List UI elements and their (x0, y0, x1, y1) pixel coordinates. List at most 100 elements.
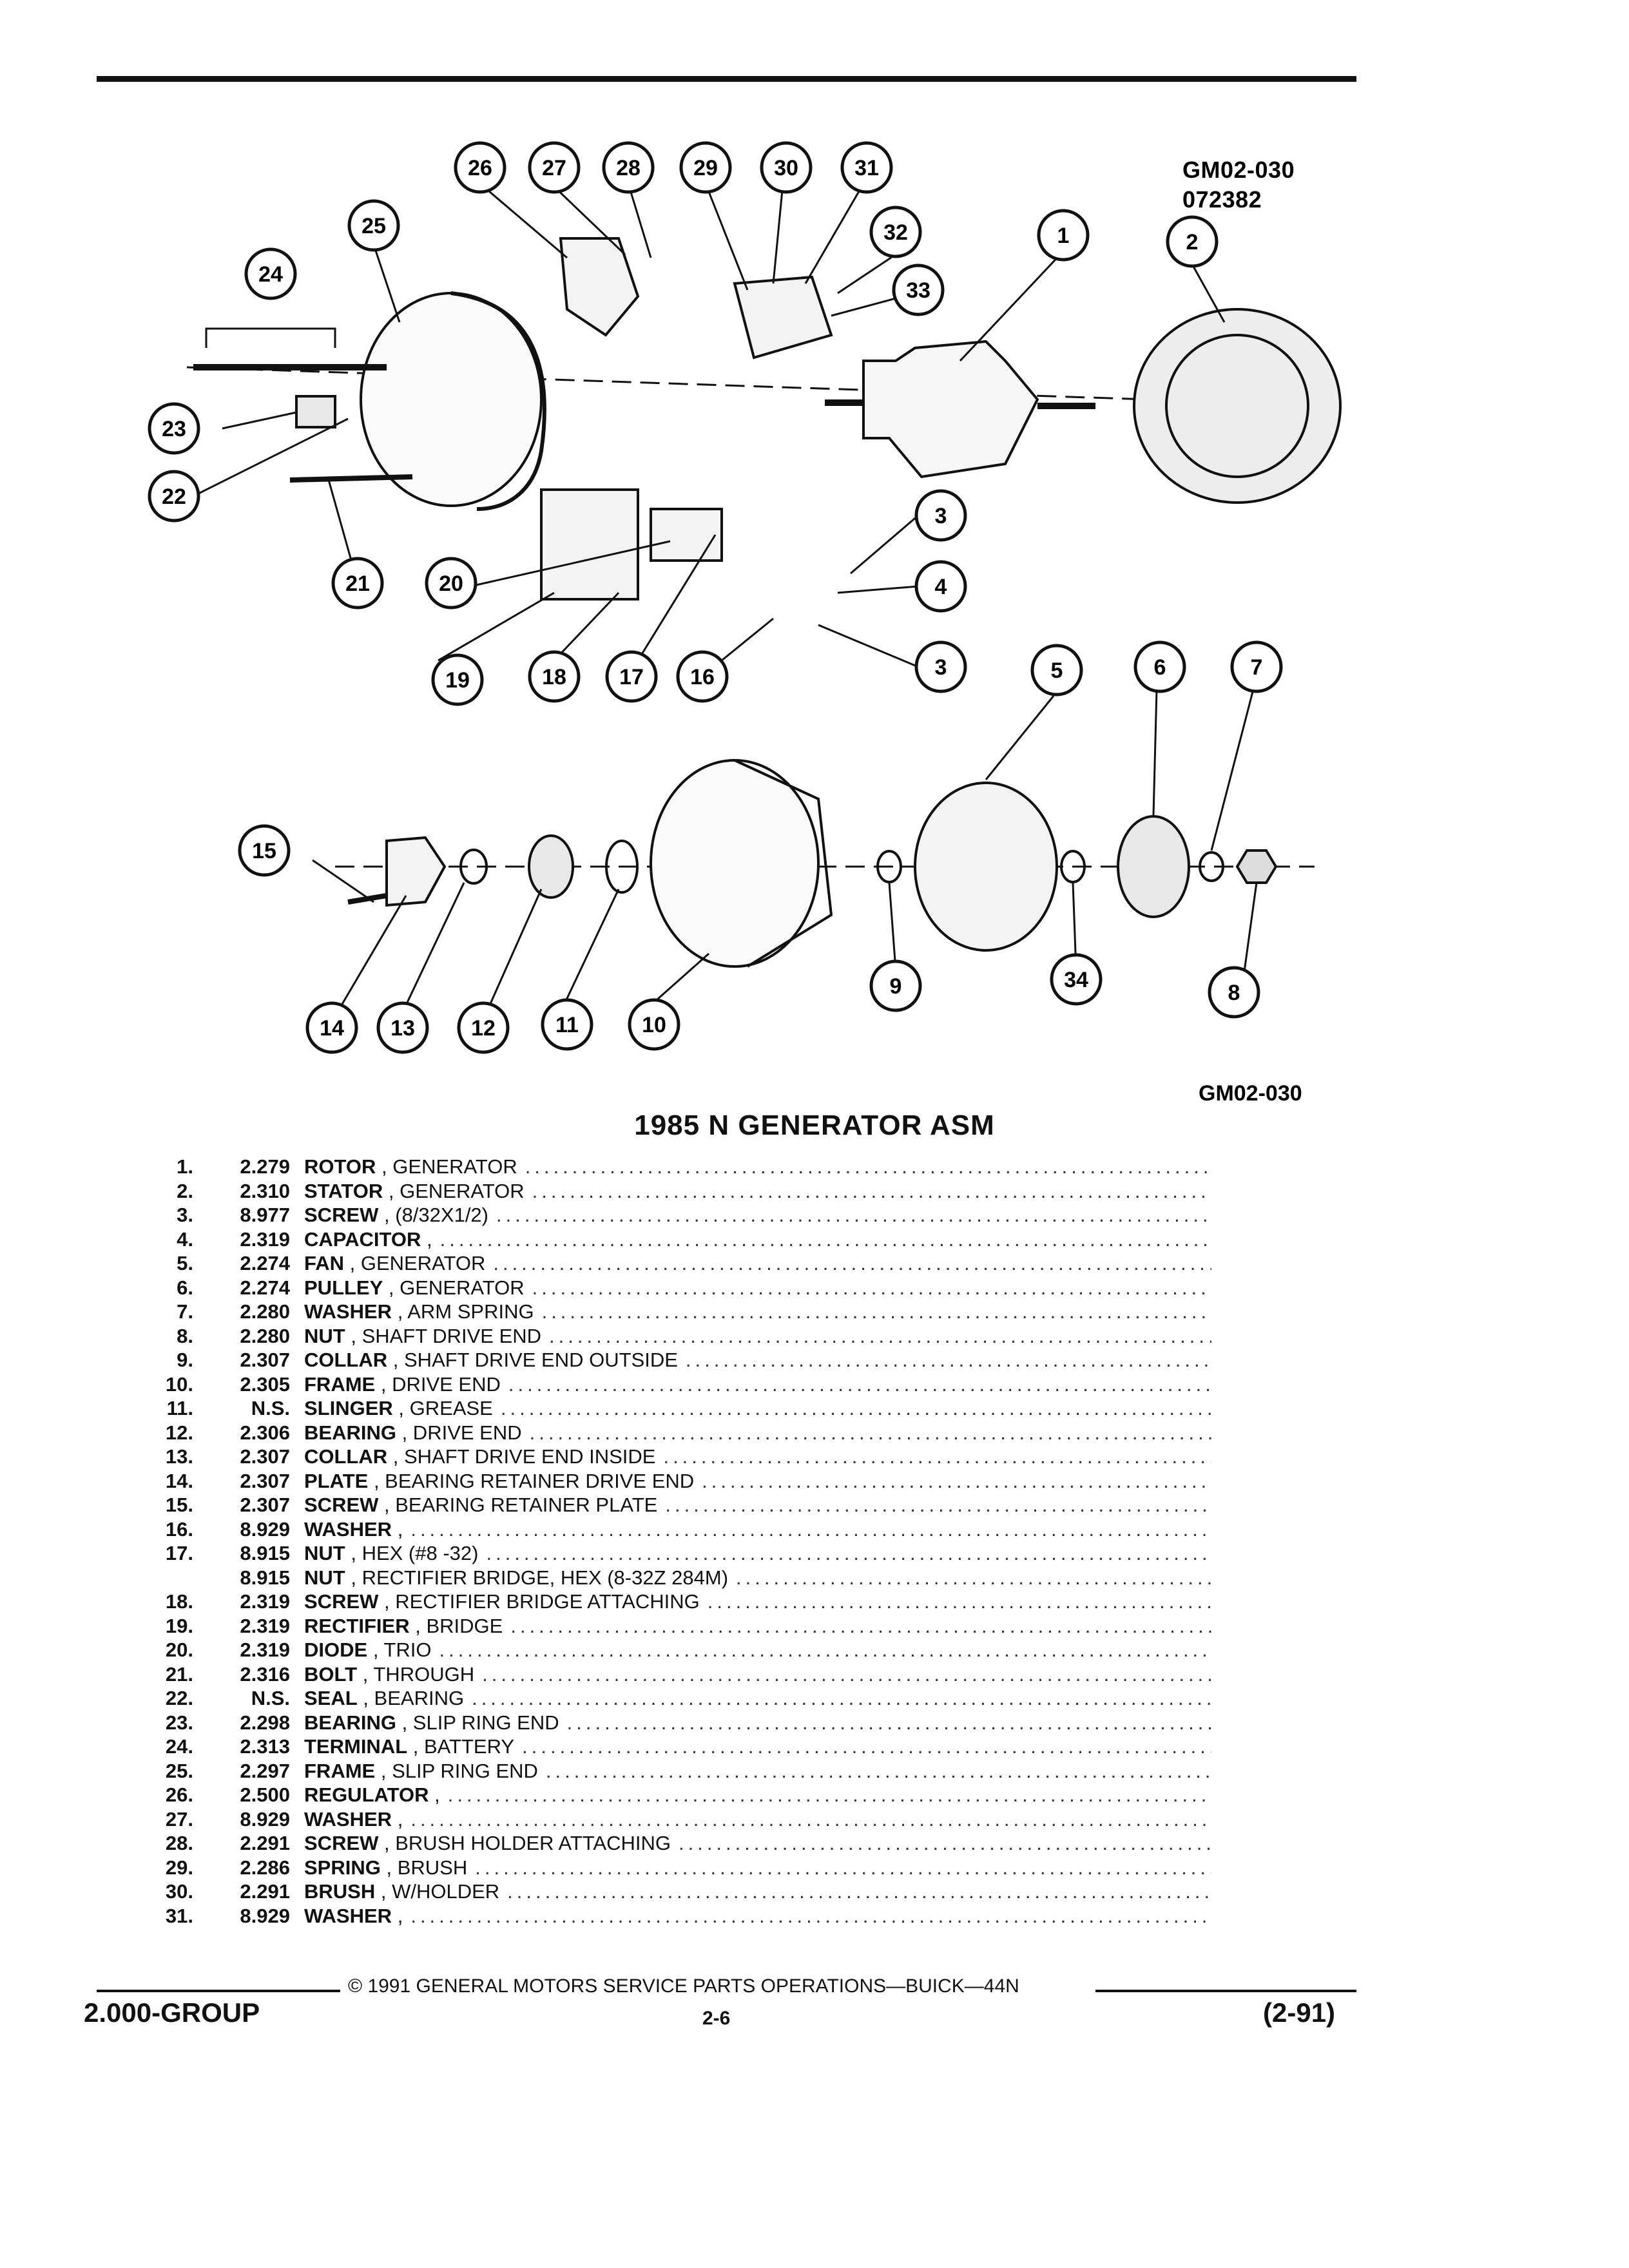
leader-dots (567, 1711, 1211, 1735)
part-description: SPRING , BRUSH (304, 1856, 467, 1880)
part-index: 22. (165, 1687, 193, 1709)
part-detail: , BRUSH HOLDER ATTACHING (384, 1832, 671, 1854)
part-index: 28. (165, 1832, 193, 1854)
callout-31: 31 (840, 141, 893, 194)
part-name: BOLT (304, 1662, 358, 1686)
part-row: 22.N.S.SEAL , BEARING (142, 1686, 1211, 1711)
part-index: 3. (177, 1204, 193, 1226)
leader-dots (410, 1807, 1211, 1832)
callout-14-label: 14 (320, 1016, 344, 1041)
leader-dots (440, 1227, 1211, 1252)
part-description: TERMINAL , BATTERY (304, 1735, 514, 1759)
callout-14: 14 (305, 1001, 358, 1054)
part-description: SCREW , BRUSH HOLDER ATTACHING (304, 1831, 671, 1856)
leader-dots (679, 1831, 1211, 1856)
part-index: 26. (165, 1783, 193, 1806)
part-description: WASHER , (304, 1807, 403, 1832)
part-description: ROTOR , GENERATOR (304, 1155, 517, 1179)
callout-25: 25 (347, 199, 400, 252)
figure-code: GM02-030 (1199, 1081, 1302, 1106)
leader-dots (530, 1421, 1211, 1445)
callout-17-label: 17 (619, 665, 644, 689)
part-description: FAN , GENERATOR (304, 1251, 485, 1276)
page-number: 2-6 (702, 2008, 731, 2029)
callout-1-label: 1 (1057, 224, 1070, 248)
callout-19-label: 19 (445, 668, 470, 693)
leader-dots (702, 1469, 1211, 1494)
part-name: PULLEY (304, 1276, 383, 1299)
part-group-number: 2.319 (240, 1639, 290, 1661)
part-description: SLINGER , GREASE (304, 1396, 493, 1421)
leader-dots (532, 1276, 1211, 1300)
part-description: WASHER , ARM SPRING (304, 1300, 534, 1324)
part-index: 5. (177, 1252, 193, 1274)
callout-29-label: 29 (693, 156, 718, 180)
copyright-notice: © 1991 GENERAL MOTORS SERVICE PARTS OPER… (348, 1975, 1019, 1997)
part-group-number: 2.286 (240, 1856, 290, 1879)
part-index: 11. (166, 1397, 193, 1419)
callout-3b-label: 3 (935, 655, 947, 680)
callout-21: 21 (331, 557, 384, 610)
callout-18: 18 (528, 650, 581, 703)
callout-27-label: 27 (542, 156, 566, 180)
callout-26: 26 (454, 141, 506, 194)
callout-2-label: 2 (1186, 230, 1199, 255)
group-label: 2.000-GROUP (84, 1997, 260, 2028)
part-index: 14. (165, 1469, 193, 1492)
part-index: 25. (165, 1759, 193, 1782)
part-detail: , BRUSH (386, 1856, 468, 1879)
callout-12: 12 (457, 1001, 510, 1054)
callout-6: 6 (1133, 640, 1186, 693)
leader-dots (510, 1614, 1211, 1639)
callout-10-label: 10 (642, 1013, 666, 1037)
part-name: STATOR (304, 1179, 383, 1202)
callout-28: 28 (602, 141, 655, 194)
callout-4-label: 4 (935, 575, 947, 599)
leader-dots (410, 1517, 1211, 1542)
part-group-number: 2.307 (240, 1469, 290, 1492)
pulley-part (1117, 815, 1190, 918)
callout-33: 33 (892, 264, 945, 316)
part-detail: , GENERATOR (381, 1155, 517, 1178)
part-index: 23. (165, 1711, 193, 1734)
part-group-number: 8.929 (240, 1904, 290, 1927)
callout-9-label: 9 (890, 974, 902, 999)
callout-15-label: 15 (252, 839, 276, 863)
part-index: 21. (165, 1662, 193, 1686)
callout-26-label: 26 (468, 156, 492, 180)
leader-dots (708, 1590, 1211, 1614)
diode-trio-part (650, 508, 723, 562)
part-index: 10. (165, 1372, 193, 1396)
part-description: STATOR , GENERATOR (304, 1179, 525, 1204)
part-detail: , RECTIFIER BRIDGE, HEX (8-32Z 284M) (351, 1566, 729, 1589)
callout-30-label: 30 (774, 156, 798, 180)
part-description: BOLT , THROUGH (304, 1662, 474, 1687)
callout-28-label: 28 (616, 156, 641, 180)
part-name: REGULATOR (304, 1783, 429, 1806)
part-name: WASHER (304, 1904, 392, 1927)
part-detail: , SLIP RING END (380, 1759, 538, 1782)
regulator-part (559, 237, 640, 337)
part-group-number: N.S. (251, 1397, 290, 1419)
part-index: 29. (165, 1856, 193, 1879)
part-index: 19. (165, 1614, 193, 1637)
leader-lines (193, 182, 1258, 1006)
part-name: SCREW (304, 1494, 379, 1516)
part-detail: , RECTIFIER BRIDGE ATTACHING (384, 1590, 700, 1613)
callout-16: 16 (676, 650, 729, 703)
callout-13: 13 (376, 1001, 429, 1054)
leader-dots (549, 1324, 1211, 1349)
leader-dots (448, 1783, 1211, 1807)
callout-30: 30 (760, 141, 813, 194)
callout-7-label: 7 (1251, 655, 1263, 680)
